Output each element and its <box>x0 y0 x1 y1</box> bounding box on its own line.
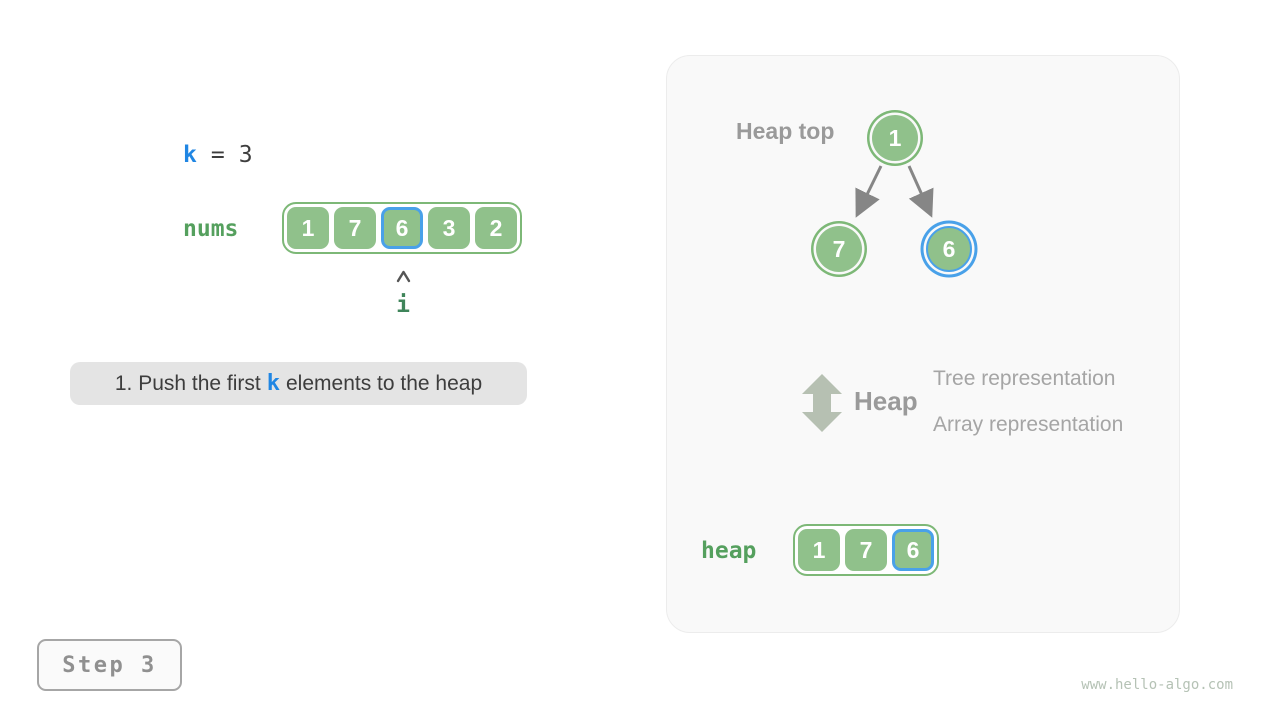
index-pointer-label: i <box>396 292 410 318</box>
caption-suffix: elements to the heap <box>286 371 483 395</box>
heap-visualization-panel: Heap top 1 7 6 Heap Tree representation … <box>666 55 1180 633</box>
step-caption: 1. Push the first k elements to the heap <box>70 362 527 405</box>
nums-cell-3: 3 <box>428 207 470 249</box>
tree-edges <box>855 165 934 218</box>
equals-sign: = <box>210 142 225 168</box>
edge-root-to-left <box>855 165 883 218</box>
tree-node-left-child: 7 <box>816 226 862 272</box>
caption-k-keyword: k <box>266 371 280 396</box>
k-value: 3 <box>238 142 253 168</box>
tree-representation-label: Tree representation <box>933 367 1116 390</box>
nums-array-label: nums <box>183 216 239 242</box>
site-watermark: www.hello-algo.com <box>1081 677 1233 693</box>
nums-array: 1 7 6 3 2 <box>282 202 522 254</box>
tree-node-root: 1 <box>872 115 918 161</box>
pointer-caret-icon <box>396 270 411 283</box>
heap-array-label: heap <box>701 538 757 564</box>
up-down-arrow-icon <box>802 374 842 432</box>
array-representation-label: Array representation <box>933 413 1124 436</box>
heap-cell-1: 7 <box>845 529 887 571</box>
heap-cell-0: 1 <box>798 529 840 571</box>
heap-legend-title: Heap <box>854 386 918 416</box>
heap-cell-2-highlighted: 6 <box>892 529 934 571</box>
caption-prefix: 1. Push the first <box>114 371 261 395</box>
nums-cell-0: 1 <box>287 207 329 249</box>
edge-root-to-right <box>907 165 934 218</box>
nums-cell-2-highlighted: 6 <box>381 207 423 249</box>
k-assignment: k = 3 <box>183 142 253 168</box>
k-variable: k <box>183 142 197 168</box>
heap-top-label: Heap top <box>736 118 835 144</box>
step-indicator: Step 3 <box>37 639 182 691</box>
heap-array: 1 7 6 <box>793 524 939 576</box>
tree-node-right-child-highlighted: 6 <box>926 226 972 272</box>
nums-cell-4: 2 <box>475 207 517 249</box>
nums-cell-1: 7 <box>334 207 376 249</box>
